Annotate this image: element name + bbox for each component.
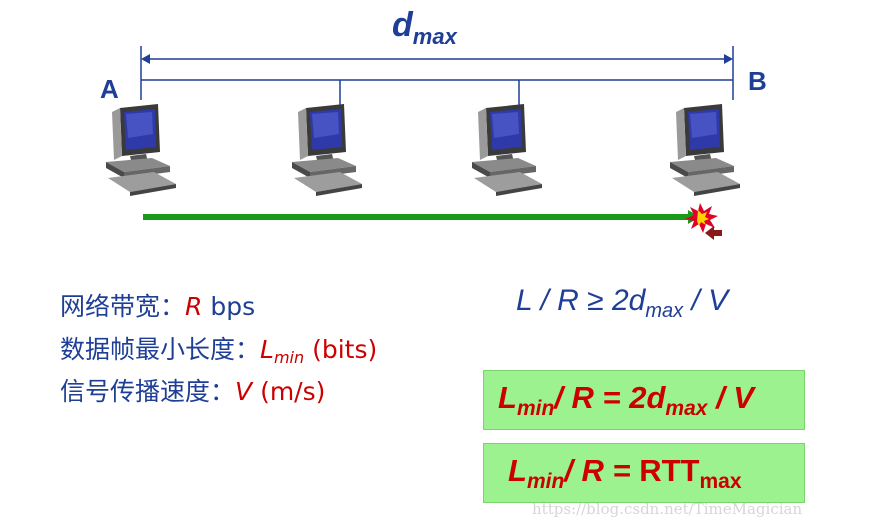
inequality-formula: L / R ≥ 2dmax / V: [516, 284, 729, 322]
watermark: https://blog.csdn.net/TimeMagician: [532, 500, 803, 518]
dmax-arrow-left: [141, 54, 150, 64]
param-min-frame: 数据帧最小长度：Lmin (bits): [60, 335, 378, 367]
equation-box-2: Lmin/ R = RTTmax: [483, 443, 805, 503]
network-diagram: [106, 46, 740, 240]
computer-3: [472, 104, 542, 196]
computer-a: [106, 104, 176, 196]
node-b-label: B: [748, 66, 767, 96]
node-a-label: A: [100, 74, 119, 104]
computer-b: [670, 104, 740, 196]
dmax-label: dmax: [392, 6, 457, 49]
param-speed: 信号传播速度：V (m/s): [60, 377, 326, 406]
dmax-arrow-right: [724, 54, 733, 64]
equation-2: Lmin/ R = RTTmax: [508, 453, 742, 493]
reflected-signal-arrow: [705, 226, 722, 240]
computer-2: [292, 104, 362, 196]
equation-box-1: Lmin/ R = 2dmax / V: [483, 370, 805, 430]
equation-1: Lmin/ R = 2dmax / V: [498, 380, 754, 420]
param-bandwidth: 网络带宽：R bps: [60, 292, 256, 321]
